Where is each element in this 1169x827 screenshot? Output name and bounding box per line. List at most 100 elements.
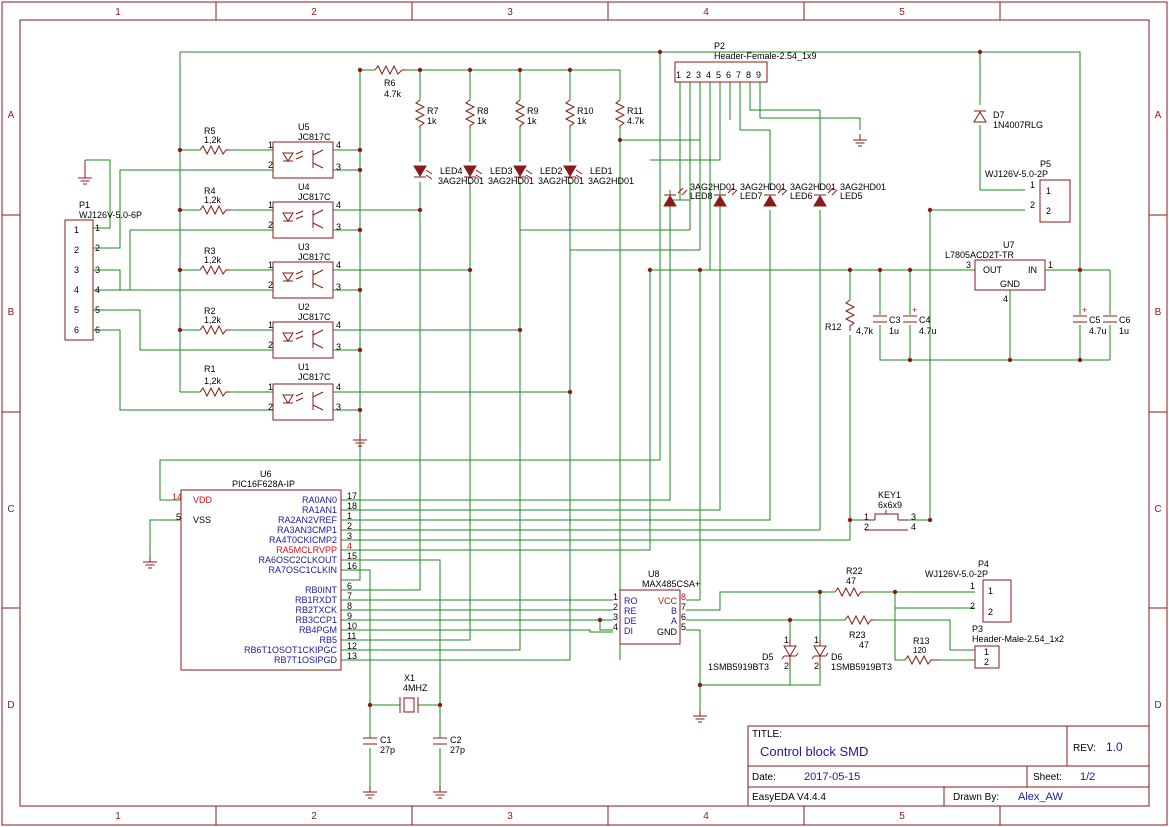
r9-ref: R9 bbox=[527, 106, 539, 116]
resistor-r11: R11 4.7k bbox=[614, 99, 645, 128]
r12-value: 4,7k bbox=[856, 326, 874, 336]
optocoupler-u3: U3 JC817C 1 2 3 4 bbox=[268, 242, 341, 299]
u6-pin-ra5: RA5MCLRVPP bbox=[276, 545, 337, 555]
c1-value: 27p bbox=[380, 745, 395, 755]
c5-value: 4.7u bbox=[1089, 326, 1107, 336]
u6-num-9: 9 bbox=[347, 611, 352, 621]
rev-value: 1.0 bbox=[1106, 740, 1123, 754]
d6-value: 1SMB5919BT3 bbox=[831, 662, 892, 672]
sheet-value: 1/2 bbox=[1080, 771, 1095, 783]
led1-value: 3AG2HD01 bbox=[588, 176, 634, 186]
r10-value: 1k bbox=[577, 116, 587, 126]
led4-value: 3AG2HD01 bbox=[438, 176, 484, 186]
rev-label: REV: bbox=[1073, 743, 1096, 754]
resistor-r6: R6 4.7k bbox=[374, 64, 406, 99]
u6-pin-rb7: RB7T1OSIPGD bbox=[274, 655, 338, 665]
led7-value: 3AG2HD01 bbox=[740, 182, 786, 192]
frame-row-c: C bbox=[7, 504, 14, 515]
resistor-r9: R9 1k bbox=[514, 99, 539, 128]
header-p2: P2 Header-Female-2.54_1x9 1 2 3 4 5 6 7 … bbox=[674, 41, 817, 83]
u1-value: JC817C bbox=[298, 372, 331, 382]
u6-pin-rb6: RB6T1OSOT1CKIPGC bbox=[244, 645, 338, 655]
u5-pin3: 3 bbox=[336, 162, 341, 172]
r12-ref: R12 bbox=[825, 322, 842, 332]
r9-value: 1k bbox=[527, 116, 537, 126]
u7-out: OUT bbox=[983, 265, 1003, 275]
connector-p3: P3 Header-Male-2.54_1x2 1 2 bbox=[972, 624, 1064, 669]
led3-value: 3AG2HD01 bbox=[488, 176, 534, 186]
r6-ref: R6 bbox=[384, 78, 396, 88]
c3-ref: C3 bbox=[889, 315, 901, 325]
led-led8: 3AG2HD01 LED8 bbox=[663, 182, 736, 207]
drawn-by-label: Drawn By: bbox=[953, 792, 999, 803]
frame-row-d: D bbox=[7, 700, 14, 711]
u6-pin-rb5: RB5 bbox=[319, 635, 337, 645]
frame-row-b-right: B bbox=[1155, 307, 1162, 318]
p1-inner-2: 2 bbox=[74, 245, 79, 255]
r11-ref: R11 bbox=[627, 106, 643, 116]
u2-pin1: 1 bbox=[268, 320, 273, 330]
u8-a: A bbox=[671, 616, 677, 626]
u6-num-17: 17 bbox=[347, 491, 357, 501]
led5-value: 3AG2HD01 bbox=[840, 182, 886, 192]
led-led1: LED1 3AG2HD01 bbox=[563, 165, 634, 186]
capacitor-c6: C6 1u bbox=[1103, 315, 1131, 336]
p2-ref: P2 bbox=[714, 41, 725, 51]
p2-pin-9: 9 bbox=[756, 70, 761, 80]
led1-ref: LED1 bbox=[590, 166, 613, 176]
u6-pin-rb2: RB2TXCK bbox=[295, 605, 337, 615]
r22-ref: R22 bbox=[846, 566, 863, 576]
u6-vdd-pin: 14 bbox=[172, 492, 182, 502]
input-resistor-r2: R2 1,2k bbox=[199, 306, 230, 336]
u8-di: DI bbox=[624, 626, 633, 636]
input-resistor-r5: R5 1,2k bbox=[199, 126, 230, 156]
p2-pin-8: 8 bbox=[746, 70, 751, 80]
u7-pin-in: 1 bbox=[1048, 260, 1053, 270]
u6-num-8: 8 bbox=[347, 601, 352, 611]
led-led6: 3AG2HD01 LED6 bbox=[763, 182, 836, 207]
c4-value: 4.7u bbox=[919, 326, 937, 336]
wires bbox=[85, 51, 1111, 790]
capacitor-c5: + C5 4.7u bbox=[1073, 305, 1107, 336]
r4-value: 1,2k bbox=[204, 195, 222, 205]
pushbutton-key1: KEY1 6x6x9 1 2 3 4 bbox=[864, 490, 916, 532]
u6-pin-ra2: RA2AN2VREF bbox=[278, 515, 338, 525]
u6-num-11: 11 bbox=[347, 631, 356, 641]
r1-ref: R1 bbox=[204, 364, 216, 374]
title-label: TITLE: bbox=[752, 729, 782, 740]
u6-num-4: 4 bbox=[347, 541, 352, 551]
p1-pin-3: 3 bbox=[95, 265, 100, 275]
frame-col-1-bottom: 1 bbox=[115, 811, 121, 822]
p2-value: Header-Female-2.54_1x9 bbox=[714, 51, 817, 61]
p4-pin-1: 1 bbox=[988, 586, 993, 596]
d5-value: 1SMB5919BT3 bbox=[708, 662, 769, 672]
input-resistor-r3: R3 1,2k bbox=[199, 246, 230, 276]
u2-ref: U2 bbox=[298, 302, 310, 312]
r13-value: 120 bbox=[913, 646, 927, 655]
resistor-r13: R13 120 bbox=[904, 636, 940, 666]
r1-value: 1,2k bbox=[204, 376, 222, 386]
led6-value: 3AG2HD01 bbox=[790, 182, 836, 192]
x1-ref: X1 bbox=[404, 673, 415, 683]
u8-num-2: 2 bbox=[613, 602, 618, 612]
u6-pin-rb1: RB1RXDT bbox=[295, 595, 338, 605]
u1-pin3: 3 bbox=[336, 402, 341, 412]
u5-value: JC817C bbox=[298, 132, 331, 142]
p5-value: WJ126V-5.0-2P bbox=[985, 169, 1048, 179]
u8-value: MAX485CSA+ bbox=[642, 579, 700, 589]
r2-value: 1,2k bbox=[204, 315, 222, 325]
p4-pin-2-out: 2 bbox=[970, 601, 975, 611]
regulator-u7: U7 L7805ACD2T-TR OUT IN GND 3 1 4 bbox=[945, 240, 1053, 304]
u8-re: RE bbox=[624, 606, 637, 616]
u6-pin-ra6: RA6OSC2CLKOUT bbox=[258, 555, 337, 565]
r8-value: 1k bbox=[477, 116, 487, 126]
p3-ref: P3 bbox=[972, 624, 983, 634]
u6-num-15: 15 bbox=[347, 551, 357, 561]
u8-num-6: 6 bbox=[681, 612, 686, 622]
p5-pin-2-out: 2 bbox=[1030, 200, 1035, 210]
key1-value: 6x6x9 bbox=[878, 500, 902, 510]
c2-value: 27p bbox=[450, 745, 465, 755]
tvs-diode-d6: 1 2 D6 1SMB5919BT3 bbox=[811, 635, 892, 672]
diode-d7: D7 1N4007RLG bbox=[973, 110, 1043, 130]
u7-in: IN bbox=[1028, 265, 1037, 275]
